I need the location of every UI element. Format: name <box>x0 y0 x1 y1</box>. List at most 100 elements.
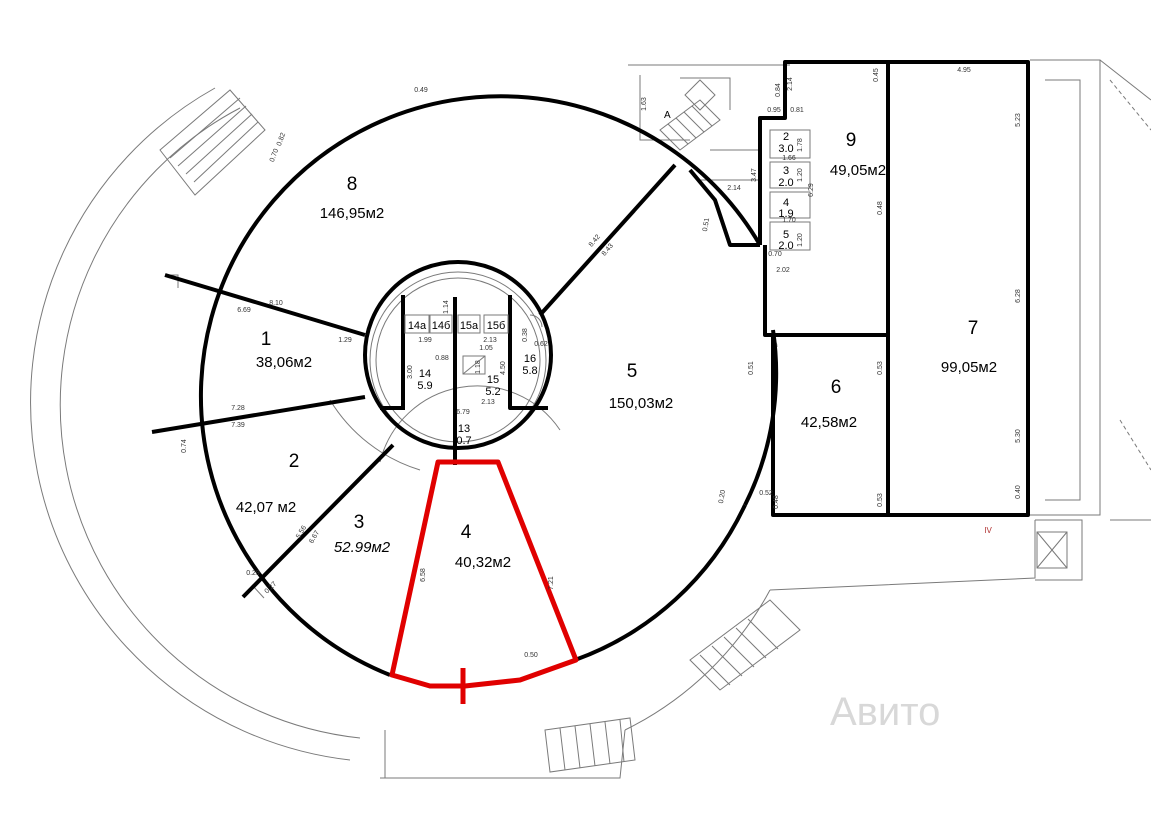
stair-top <box>659 79 721 151</box>
room-8-number: 8 <box>347 174 358 195</box>
svg-text:6.79: 6.79 <box>456 409 470 416</box>
svg-text:7.39: 7.39 <box>231 422 245 429</box>
svg-text:4.95: 4.95 <box>957 67 971 74</box>
wc-2-area: 3.0 <box>778 143 793 155</box>
wc-2-number: 2 <box>783 131 789 143</box>
svg-text:5.23: 5.23 <box>1015 113 1022 127</box>
room-15b-label: 15б <box>487 320 506 332</box>
room-7-area: 99,05м2 <box>941 359 997 376</box>
svg-text:0.52: 0.52 <box>759 490 773 497</box>
svg-text:0.70: 0.70 <box>768 251 782 258</box>
wc-5-number: 5 <box>783 229 789 241</box>
stair-bottom <box>544 599 801 773</box>
svg-text:7.28: 7.28 <box>231 405 245 412</box>
svg-text:0.29: 0.29 <box>246 570 260 577</box>
svg-text:2.02: 2.02 <box>776 267 790 274</box>
svg-text:2.13: 2.13 <box>483 337 497 344</box>
room-9-number: 9 <box>846 130 857 151</box>
svg-text:0.48: 0.48 <box>773 495 780 509</box>
room-3-number: 3 <box>354 512 365 533</box>
svg-text:6.67: 6.67 <box>308 530 321 545</box>
room-15-area: 5.2 <box>485 386 500 398</box>
svg-text:2.13: 2.13 <box>481 399 495 406</box>
svg-text:1.70: 1.70 <box>782 217 796 224</box>
svg-text:1.99: 1.99 <box>418 337 432 344</box>
svg-text:6.69: 6.69 <box>237 307 251 314</box>
svg-text:5.30: 5.30 <box>1015 429 1022 443</box>
room-4-number: 4 <box>461 522 472 543</box>
room-13-number: 13 <box>458 423 470 435</box>
svg-text:1.78: 1.78 <box>797 138 804 152</box>
svg-text:0.74: 0.74 <box>181 439 188 453</box>
room-14-number: 14 <box>419 368 431 380</box>
svg-text:8.10: 8.10 <box>269 300 283 307</box>
room-4-highlight <box>389 459 579 689</box>
svg-text:1.14: 1.14 <box>443 300 450 314</box>
svg-text:0.45: 0.45 <box>873 68 880 82</box>
room-15a-label: 15а <box>460 320 479 332</box>
wc-3-number: 3 <box>783 165 789 177</box>
svg-text:0.40: 0.40 <box>1015 485 1022 499</box>
svg-text:6.29: 6.29 <box>808 183 815 197</box>
svg-text:0.53: 0.53 <box>877 361 884 375</box>
svg-text:4.50: 4.50 <box>500 361 507 375</box>
room-6-area: 42,58м2 <box>801 414 857 431</box>
svg-text:0.48: 0.48 <box>877 201 884 215</box>
svg-text:7.21: 7.21 <box>548 576 555 590</box>
svg-text:6.28: 6.28 <box>1015 289 1022 303</box>
svg-text:6.58: 6.58 <box>420 568 427 582</box>
stair-top-left <box>159 89 266 196</box>
room-9-area: 49,05м2 <box>830 162 886 179</box>
room-15-number: 15 <box>487 374 499 386</box>
svg-text:0.50: 0.50 <box>524 652 538 659</box>
svg-text:0.38: 0.38 <box>522 328 529 342</box>
wc-4-number: 4 <box>783 197 789 209</box>
svg-text:3.00: 3.00 <box>407 365 414 379</box>
room-4-area: 40,32м2 <box>455 554 511 571</box>
room-2-number: 2 <box>289 451 300 472</box>
svg-text:0.62: 0.62 <box>534 341 548 348</box>
room-8-area: 146,95м2 <box>320 205 385 222</box>
room-6-number: 6 <box>831 377 842 398</box>
svg-text:1.66: 1.66 <box>782 155 796 162</box>
room-walls <box>151 60 1030 677</box>
svg-text:1.18: 1.18 <box>475 360 482 374</box>
room-14-area: 5.9 <box>417 380 432 392</box>
room-1-area: 38,06м2 <box>256 354 312 371</box>
wc-4-area: 1.9 <box>778 208 793 220</box>
svg-text:0.82: 0.82 <box>276 132 287 147</box>
watermark: Авито <box>830 690 940 734</box>
block-9-rooms: 2 3.0 3 2.0 4 1.9 5 2.0 <box>769 129 811 252</box>
room-1-number: 1 <box>261 329 272 350</box>
wc-3-area: 2.0 <box>778 177 793 189</box>
svg-text:3.47: 3.47 <box>751 168 758 182</box>
svg-text:0.49: 0.49 <box>414 87 428 94</box>
svg-text:1.29: 1.29 <box>338 337 352 344</box>
axis-mark: IV <box>984 526 992 535</box>
svg-text:0.81: 0.81 <box>790 107 804 114</box>
room-labels: 8 146,95м2 1 38,06м2 2 42,07 м2 3 52.99м… <box>236 130 997 571</box>
wc-5-area: 2.0 <box>778 240 793 252</box>
core-rooms: 14а 14б 15а 15б 14 5.9 15 5.2 16 5.8 13 … <box>404 314 538 447</box>
room-14b-label: 14б <box>432 320 451 332</box>
room-16-number: 16 <box>524 353 536 365</box>
svg-text:2.14: 2.14 <box>727 185 741 192</box>
room-5-number: 5 <box>627 361 638 382</box>
room-7-number: 7 <box>968 318 979 339</box>
room-16-area: 5.8 <box>522 365 537 377</box>
base-drawing <box>30 59 1151 779</box>
room-5-area: 150,03м2 <box>609 395 674 412</box>
svg-text:2.14: 2.14 <box>787 77 794 91</box>
svg-text:0.88: 0.88 <box>435 355 449 362</box>
svg-text:0.51: 0.51 <box>702 217 711 232</box>
svg-text:1.63: 1.63 <box>641 97 648 111</box>
svg-text:1.05: 1.05 <box>479 345 493 352</box>
svg-text:1.20: 1.20 <box>797 233 804 247</box>
svg-text:0.20: 0.20 <box>718 489 727 504</box>
svg-text:0.53: 0.53 <box>877 493 884 507</box>
room-2-area: 42,07 м2 <box>236 499 296 516</box>
svg-text:0.51: 0.51 <box>748 361 755 375</box>
svg-text:0.70: 0.70 <box>269 148 280 163</box>
svg-text:0.84: 0.84 <box>775 83 782 97</box>
